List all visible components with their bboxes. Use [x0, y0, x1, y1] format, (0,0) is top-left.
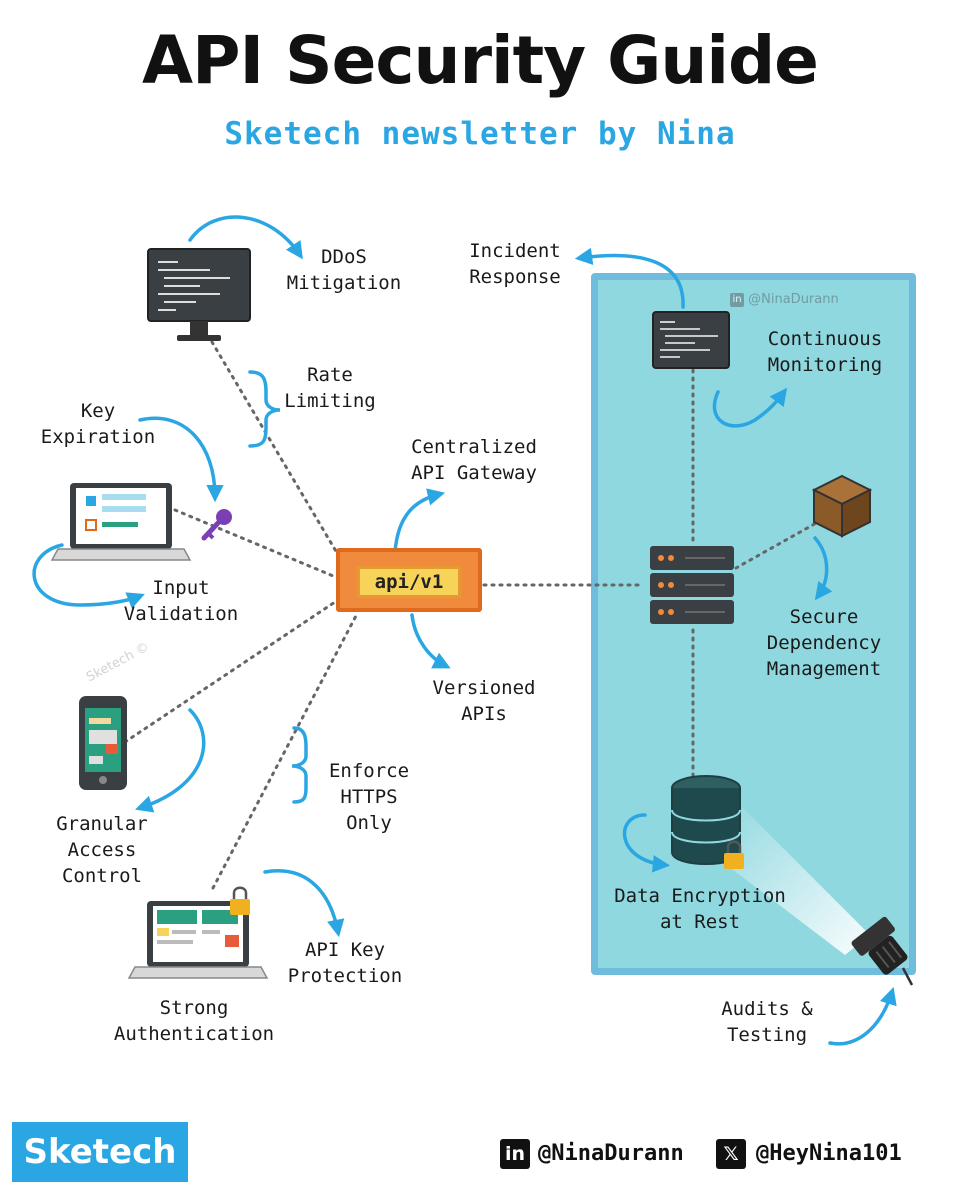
- arrow-audits: [828, 986, 897, 1046]
- mobile-phone-icon: [79, 696, 127, 790]
- connector-dependency: [734, 520, 820, 570]
- api-version-label: api/v1: [357, 566, 461, 598]
- linkedin-handle: @NinaDurann: [538, 1141, 684, 1166]
- linkedin-icon: in: [500, 1139, 530, 1169]
- arrow-centralized: [393, 488, 446, 554]
- database-icon: [671, 775, 741, 865]
- linkedin-watermark-icon: in: [730, 292, 744, 307]
- brace-rate-limiting: [248, 370, 281, 448]
- connector-key: [173, 508, 340, 580]
- arrow-input-validation: [32, 543, 145, 609]
- monitoring-terminal-icon: [652, 311, 730, 369]
- arrow-dependency: [813, 536, 833, 601]
- label-audits-testing: Audits &Testing: [721, 998, 813, 1046]
- panel-watermark-text: @NinaDurann: [748, 292, 839, 307]
- sketech-brand-badge: Sketech: [12, 1122, 188, 1182]
- arrow-key-expiration: [138, 416, 224, 503]
- arrow-monitoring: [712, 387, 788, 428]
- desktop-monitor-icon: [147, 248, 251, 341]
- arrow-encryption: [622, 813, 671, 873]
- flashlight-icon: [851, 916, 914, 986]
- page-title: API Security Guide: [142, 22, 819, 99]
- padlock-icon: [230, 886, 250, 915]
- database-padlock-icon: [724, 840, 744, 869]
- connector-auth: [211, 610, 360, 890]
- secure-laptop-icon: [127, 901, 269, 979]
- package-icon: [811, 474, 873, 538]
- connector-ddos: [210, 340, 342, 560]
- brace-https: [291, 726, 308, 804]
- arrow-ddos: [188, 215, 303, 260]
- audit-light-beam: [720, 800, 870, 955]
- arrow-granular: [135, 708, 206, 813]
- server-icon: [650, 546, 734, 624]
- panel-watermark: in @NinaDurann: [730, 292, 839, 307]
- x-icon: 𝕏: [716, 1139, 746, 1169]
- x-handle: @HeyNina101: [756, 1141, 902, 1166]
- arrow-api-key: [263, 869, 345, 938]
- arrow-versioned: [410, 613, 451, 669]
- key-icon: [201, 509, 232, 541]
- connector-mobile: [123, 598, 340, 744]
- laptop-icon: [50, 483, 192, 561]
- connectors: [123, 340, 820, 890]
- page-subtitle: Sketech newsletter by Nina: [224, 116, 736, 152]
- arrow-incident: [574, 247, 685, 309]
